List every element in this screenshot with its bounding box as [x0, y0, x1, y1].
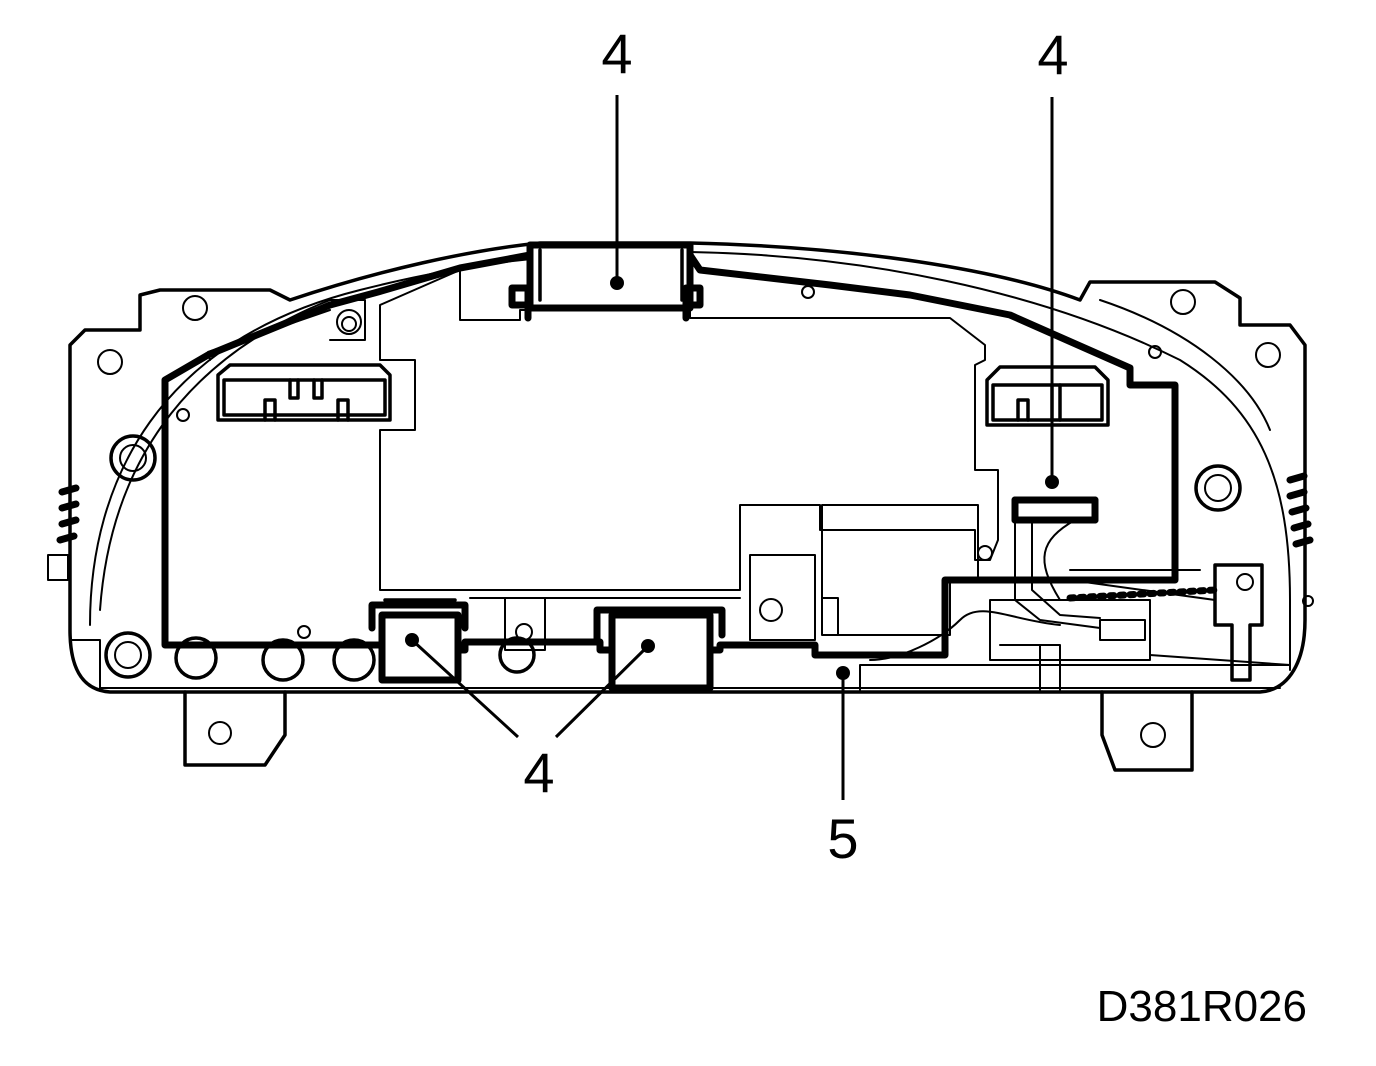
callout-label-clip-right: 4 [1037, 23, 1068, 86]
callout-label-board: 5 [827, 807, 858, 870]
retaining-clip-right [1011, 496, 1099, 524]
retaining-clip-bottom-center [593, 606, 726, 692]
callout-label-clip-top: 4 [601, 22, 632, 85]
mounting-tab-right [1100, 690, 1194, 772]
figure-code: D381R026 [1097, 982, 1307, 1031]
circuit-board [161, 251, 1179, 659]
bulb-sockets [104, 434, 1242, 682]
callout-label-clip-bottom: 4 [523, 741, 554, 804]
housing-ribs [47, 472, 1314, 581]
screw-bosses [97, 285, 1281, 639]
ribbon-and-components [869, 509, 1314, 691]
leader-lines [405, 95, 1059, 800]
retaining-clip-top [508, 241, 704, 322]
mounting-tab-left [183, 690, 287, 767]
